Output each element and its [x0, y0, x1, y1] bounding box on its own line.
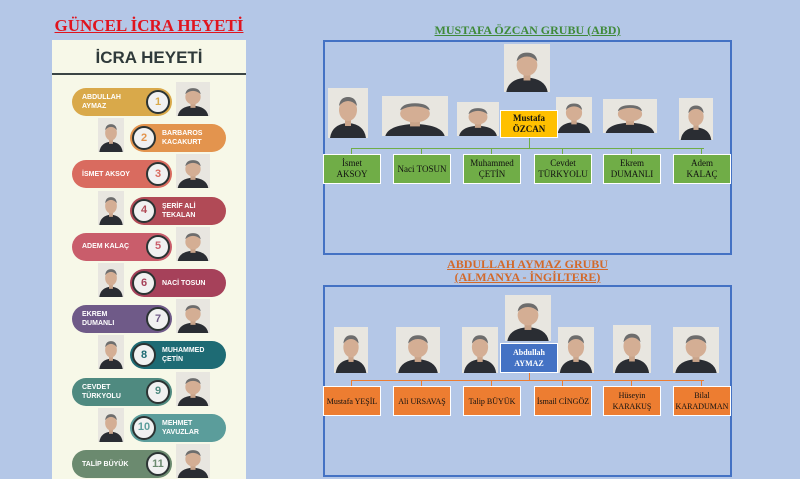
member-photo — [679, 98, 713, 140]
divider — [52, 73, 246, 75]
member-photo — [334, 327, 368, 373]
member-box: Ekrem DUMANLI — [603, 154, 661, 184]
board-member-2: BARBAROS KACAKURT 2 — [130, 124, 226, 153]
member-box: Naci TOSUN — [393, 154, 451, 184]
group1-chart — [323, 40, 732, 255]
connector — [562, 380, 563, 386]
member-number: 1 — [146, 90, 170, 114]
member-number: 3 — [146, 162, 170, 187]
member-box: Talip BÜYÜK — [463, 386, 521, 416]
leader-photo — [505, 295, 551, 341]
leader-box: Abdullah AYMAZ — [500, 343, 558, 373]
member-photo — [558, 327, 594, 373]
member-photo — [98, 263, 124, 297]
connector — [491, 148, 492, 154]
member-box: İsmet AKSOY — [323, 154, 381, 184]
member-name: EKREM DUMANLI — [82, 311, 115, 328]
connector — [631, 380, 632, 386]
member-number: 2 — [132, 126, 156, 151]
member-number: 6 — [132, 271, 156, 295]
member-photo — [176, 82, 210, 116]
member-photo — [382, 96, 448, 136]
board-member-11: TALİP BÜYÜK 11 — [72, 450, 172, 478]
board-member-3: İSMET AKSOY 3 — [72, 160, 172, 189]
connector — [631, 148, 632, 154]
member-photo — [98, 118, 124, 153]
board-member-8: MUHAMMED ÇETİN 8 — [130, 341, 226, 370]
connector — [352, 148, 704, 149]
member-box: Hüseyin KARAKUŞ — [603, 386, 661, 416]
connector — [529, 373, 530, 380]
member-name: CEVDET TÜRKYOLU — [82, 383, 121, 400]
member-photo — [98, 407, 124, 442]
member-number: 11 — [146, 452, 170, 476]
board-member-6: NACİ TOSUN 6 — [130, 269, 226, 297]
member-box: Adem KALAÇ — [673, 154, 731, 184]
connector — [421, 148, 422, 154]
member-photo — [457, 102, 499, 136]
board-member-1: ABDULLAH AYMAZ 1 — [72, 88, 172, 116]
connector — [562, 148, 563, 154]
connector — [701, 380, 702, 386]
board-member-7: EKREM DUMANLI 7 — [72, 305, 172, 334]
member-photo — [176, 371, 210, 406]
member-number: 5 — [146, 234, 170, 259]
connector — [351, 380, 352, 386]
member-box: Ali URSAVAŞ — [393, 386, 451, 416]
member-photo — [673, 327, 719, 373]
member-photo — [176, 226, 210, 261]
board-member-9: CEVDET TÜRKYOLU 9 — [72, 377, 172, 406]
member-photo — [98, 335, 124, 370]
group2-title: ABDULLAH AYMAZ GRUBU(ALMANYA - İNGİLTERE… — [323, 258, 732, 284]
member-photo — [613, 325, 651, 373]
panel-heading: İCRA HEYETİ — [95, 48, 203, 67]
connector — [491, 380, 492, 386]
member-photo — [603, 99, 657, 133]
member-number: 8 — [132, 343, 156, 368]
connector — [701, 148, 702, 154]
connector — [529, 138, 530, 148]
board-member-4: ŞERİF ALİ TEKALAN 4 — [130, 196, 226, 225]
member-photo — [462, 327, 498, 373]
group1-title: MUSTAFA ÖZCAN GRUBU (ABD) — [434, 23, 621, 37]
group2-chart — [323, 285, 732, 477]
member-photo — [328, 88, 368, 138]
member-name: İSMET AKSOY — [82, 170, 130, 178]
member-name: TALİP BÜYÜK — [82, 460, 129, 468]
group2-title-line2: (ALMANYA - İNGİLTERE) — [454, 270, 601, 284]
member-name: MUHAMMED ÇETİN — [162, 347, 205, 364]
group2-title-line1: ABDULLAH AYMAZ GRUBU — [447, 257, 608, 271]
member-name: MEHMET YAVUZLAR — [162, 419, 199, 436]
member-photo — [176, 299, 210, 334]
member-name: ABDULLAH AYMAZ — [82, 94, 121, 110]
member-name: ŞERİF ALİ TEKALAN — [162, 202, 196, 219]
leader-photo — [504, 44, 550, 92]
member-box: İsmail CİNGÖZ — [534, 386, 592, 416]
member-photo — [176, 154, 210, 189]
connector — [351, 148, 352, 154]
member-number: 4 — [132, 198, 156, 223]
connector — [421, 380, 422, 386]
member-photo — [556, 97, 592, 133]
member-box: Muhammed ÇETİN — [463, 154, 521, 184]
leader-box: Mustafa ÖZCAN — [500, 110, 558, 138]
member-name: ADEM KALAÇ — [82, 243, 130, 251]
member-photo — [98, 190, 124, 225]
member-number: 9 — [146, 379, 170, 404]
member-photo — [396, 327, 440, 373]
member-name: NACİ TOSUN — [162, 279, 206, 287]
member-photo — [176, 444, 210, 478]
board-member-10: MEHMET YAVUZLAR 10 — [130, 413, 226, 442]
member-name: BARBAROS KACAKURT — [162, 130, 203, 147]
page-title: GÜNCEL İCRA HEYETİ — [54, 16, 244, 35]
board-member-5: ADEM KALAÇ 5 — [72, 232, 172, 261]
member-box: Bilal KARADUMAN — [673, 386, 731, 416]
member-box: Cevdet TÜRKYOLU — [534, 154, 592, 184]
connector — [352, 380, 704, 381]
member-number: 7 — [146, 307, 170, 332]
member-number: 10 — [132, 415, 156, 440]
member-box: Mustafa YEŞİL — [323, 386, 381, 416]
